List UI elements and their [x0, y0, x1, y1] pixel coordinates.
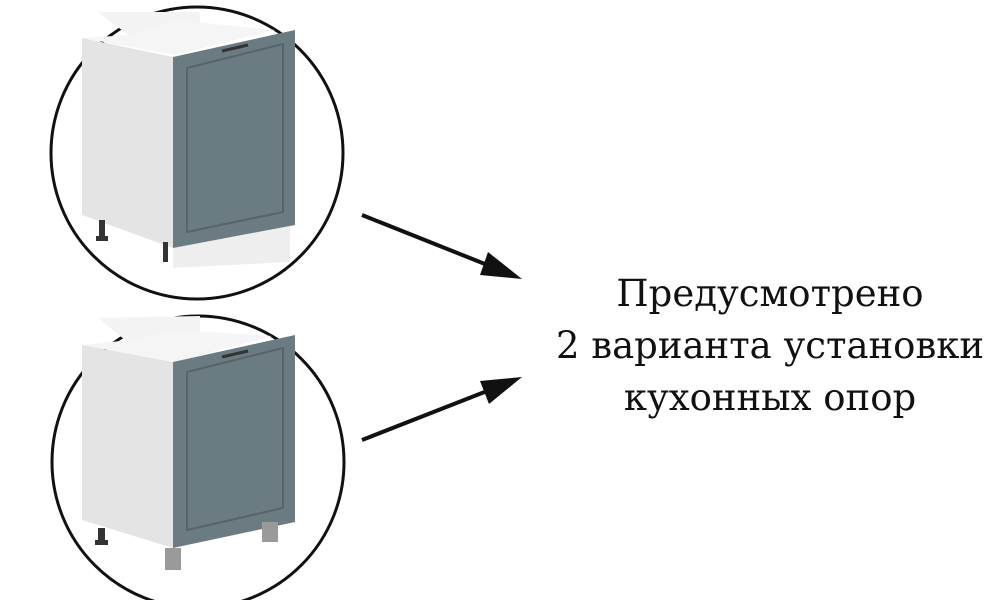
leg-foot: [95, 540, 108, 545]
leg: [98, 528, 105, 544]
leg: [99, 220, 105, 240]
door-panel: [186, 42, 284, 234]
caption-line-3: кухонных опор: [623, 376, 917, 419]
arrow-bottom: [361, 377, 522, 442]
cabinet-side: [82, 38, 173, 248]
caption-line-1: Предусмотрено: [616, 272, 924, 315]
caption: Предусмотрено 2 варианта установки кухон…: [540, 268, 1000, 424]
door-panel: [186, 346, 284, 532]
cabinet-top-surface: [82, 20, 275, 55]
cabinet-variant-top: [49, 5, 345, 301]
door-handle: [221, 349, 249, 359]
arrow-head-icon: [480, 252, 522, 279]
door-handle: [221, 43, 249, 53]
cabinet-top-surface: [82, 330, 272, 362]
caption-line-2: 2 варианта установки: [555, 324, 985, 367]
cabinet-door: [173, 335, 295, 548]
cabinet-door: [173, 30, 295, 248]
cylindrical-leg: [262, 522, 278, 542]
cabinet-side: [82, 345, 173, 548]
leg-foot: [96, 236, 108, 241]
plinth: [173, 226, 290, 268]
cylindrical-leg: [165, 548, 181, 570]
arrow-head-icon: [480, 377, 522, 404]
arrow-top: [361, 213, 522, 279]
cabinet-variant-bottom: [50, 314, 346, 600]
leg: [163, 242, 168, 262]
